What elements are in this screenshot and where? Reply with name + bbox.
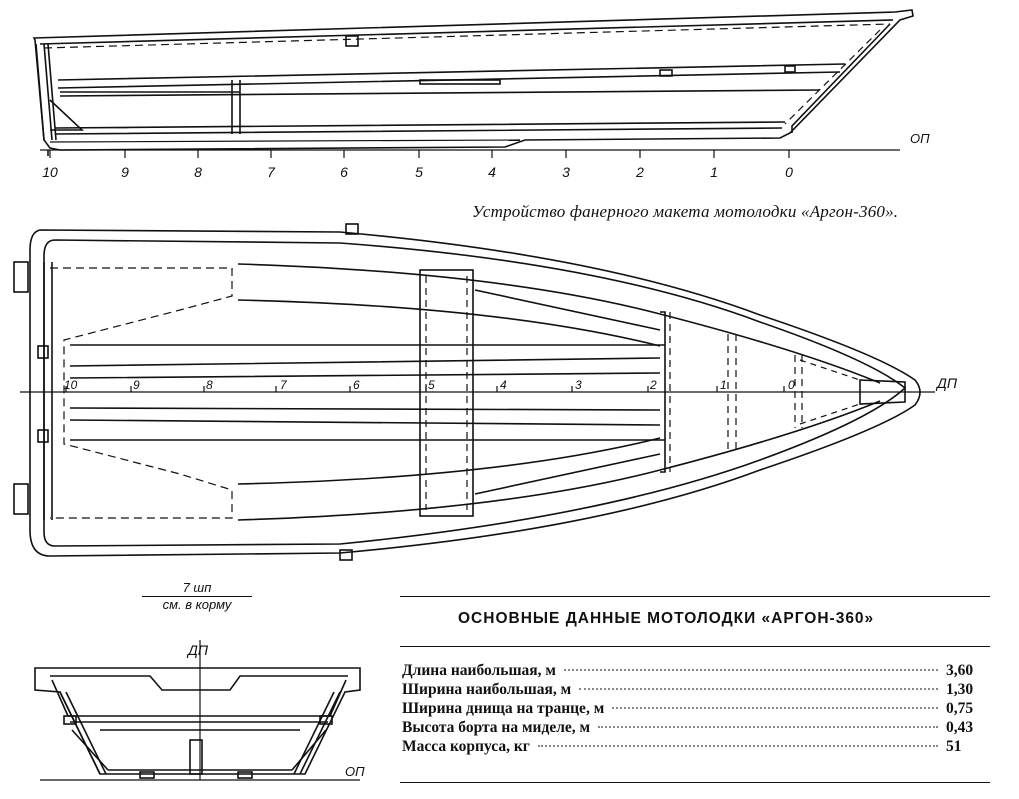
specs-mid-rule — [400, 646, 990, 647]
spec-name: Длина наибольшая, м — [402, 662, 556, 679]
spec-name: Высота борта на миделе, м — [402, 719, 591, 736]
plan-centerline-label: ДП — [935, 375, 958, 391]
spec-leader-dots — [563, 669, 938, 671]
side-station-label: 1 — [710, 164, 718, 180]
spec-value: 0,75 — [946, 700, 974, 717]
plan-station-label: 3 — [575, 378, 582, 392]
side-station-ticks — [49, 150, 790, 158]
spec-leader-dots — [579, 688, 938, 690]
side-station-label: 5 — [415, 164, 423, 180]
specs-bottom-rule — [400, 782, 990, 783]
spec-name: Ширина днища на транце, м — [402, 700, 605, 717]
section-direction-label: см. в корму — [162, 597, 232, 612]
spec-leader-dots — [598, 726, 938, 728]
spec-row: Масса корпуса, кг 51 — [402, 738, 992, 757]
plan-station-label: 7 — [280, 378, 288, 392]
spec-value: 51 — [946, 738, 962, 755]
spec-value: 0,43 — [946, 719, 974, 736]
side-station-label: 8 — [194, 164, 202, 180]
spec-leader-dots — [537, 745, 938, 747]
side-station-label: 7 — [267, 164, 276, 180]
side-baseline-label: ОП — [910, 131, 930, 146]
spec-row: Высота борта на миделе, м 0,43 — [402, 719, 992, 738]
side-station-label: 6 — [340, 164, 348, 180]
plan-station-label: 6 — [353, 378, 360, 392]
side-station-label: 0 — [785, 164, 793, 180]
side-station-label: 4 — [488, 164, 496, 180]
spec-name: Масса корпуса, кг — [402, 738, 530, 755]
section-centerline-label: ДП — [186, 642, 209, 658]
side-station-label: 9 — [121, 164, 129, 180]
plan-station-label: 4 — [500, 378, 507, 392]
plan-view — [13, 223, 935, 561]
plan-station-label: 10 — [64, 378, 78, 392]
plan-hull-outline — [29, 229, 921, 557]
section-station-note: 7 шп см. в корму — [142, 580, 252, 612]
plan-station-label: 8 — [206, 378, 213, 392]
spec-value: 3,60 — [946, 662, 974, 679]
spec-row: Ширина днища на транце, м 0,75 — [402, 700, 992, 719]
side-station-label: 2 — [635, 164, 644, 180]
plan-station-label: 1 — [720, 378, 727, 392]
section-baseline-label: ОП — [345, 764, 365, 779]
side-station-label: 3 — [562, 164, 570, 180]
side-view — [32, 9, 914, 158]
spec-value: 1,30 — [946, 681, 974, 698]
spec-row: Ширина наибольшая, м 1,30 — [402, 681, 992, 700]
spec-row: Длина наибольшая, м 3,60 — [402, 662, 992, 681]
specs-title: ОСНОВНЫЕ ДАННЫЕ МОТОЛОДКИ «АРГОН-360» — [458, 610, 875, 627]
plan-station-label: 5 — [428, 378, 435, 392]
side-station-label: 10 — [42, 164, 58, 180]
plan-station-label: 2 — [649, 378, 657, 392]
section-hull-outline — [34, 667, 361, 775]
specs-top-rule — [400, 596, 990, 597]
spec-name: Ширина наибольшая, м — [402, 681, 572, 698]
section-station-label: 7 шп — [142, 580, 252, 597]
plan-station-label: 9 — [133, 378, 140, 392]
side-hull-outline — [32, 9, 914, 151]
spec-leader-dots — [612, 707, 938, 709]
cross-section — [34, 640, 361, 781]
drawing-caption: Устройство фанерного макета мотолодки «А… — [472, 202, 899, 221]
plan-station-label: 0 — [788, 378, 795, 392]
